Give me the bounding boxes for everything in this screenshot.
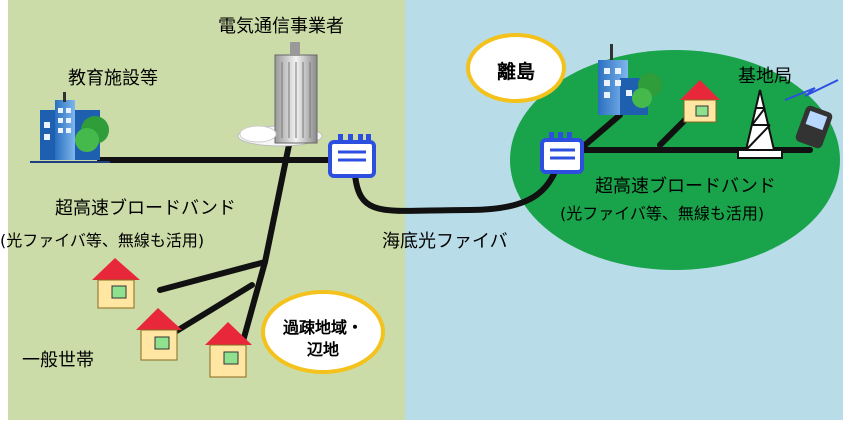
radio-tower-icon (737, 89, 783, 159)
base-station-label: 基地局 (738, 66, 792, 87)
mainland-broadband-label: 超高速ブロードバンド (55, 198, 236, 219)
island-callout (466, 33, 566, 103)
depopulated-callout-line2: 辺地 (306, 340, 339, 359)
carrier-label: 電気通信事業者 (218, 16, 344, 37)
office-tower-icon (237, 42, 323, 147)
house-icon (136, 308, 182, 361)
network-node-icon (328, 134, 376, 178)
house-icon (680, 80, 720, 123)
mainland-broadband-sublabel: (光ファイバ等、無線も活用) (0, 231, 205, 250)
undersea-fiber-line (352, 158, 563, 214)
school-building-icon (30, 92, 110, 163)
signal-bolt (784, 79, 839, 101)
house-icon (92, 258, 140, 309)
mainland-links (97, 137, 358, 355)
mobile-phone-icon (795, 105, 833, 149)
school-building-icon (598, 44, 662, 115)
house-icon (205, 322, 252, 378)
depopulated-callout (261, 290, 385, 374)
island-broadband-sublabel: (光ファイバ等、無線も活用) (560, 204, 765, 223)
network-node-icon (540, 132, 584, 174)
depopulated-callout-line1: 過疎地域・ (282, 318, 363, 337)
undersea-fiber-label: 海底光ファイバ (382, 231, 508, 252)
island-callout-text: 離島 (496, 61, 535, 83)
island-broadband-label: 超高速ブロードバンド (595, 176, 776, 197)
households-label: 一般世帯 (22, 350, 94, 371)
education-label: 教育施設等 (68, 68, 158, 89)
